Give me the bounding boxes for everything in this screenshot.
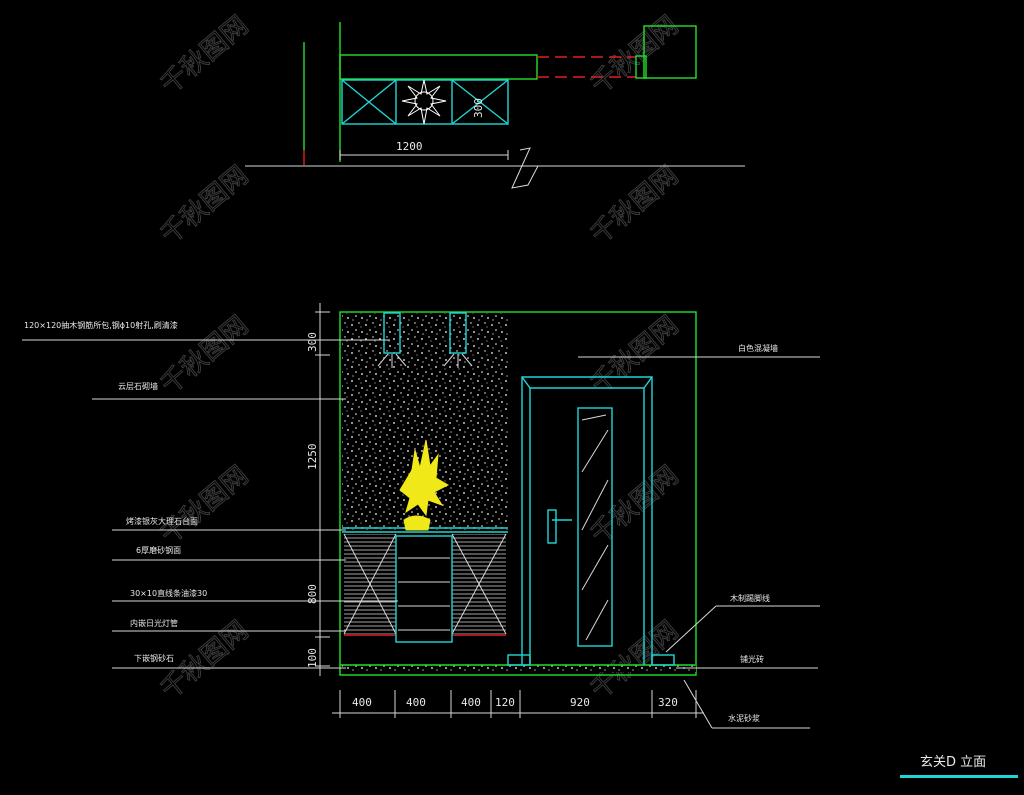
vdim-1250: 1250 (306, 444, 319, 471)
watermark-text: 千秋图网 (585, 11, 684, 101)
door-handle-icon (547, 509, 572, 544)
watermark-text: 千秋图网 (585, 311, 684, 401)
left-annotations: 120×120抽木钢筋所包,钢ϕ10射孔,刷清漆 云层石砌墙 烤漆银灰大理石台面… (22, 320, 398, 669)
watermark-text: 千秋图网 (155, 11, 254, 101)
watermark-text: 千秋图网 (155, 161, 254, 251)
plant-symbol-icon (401, 79, 447, 125)
vdim-100: 100 (306, 648, 319, 668)
right-annotations: 白色混凝墙 木制踢脚线 铺光砖 水泥砂浆 (578, 343, 820, 729)
watermark-text: 千秋图网 (585, 461, 684, 551)
label-skirting: 木制踢脚线 (730, 593, 770, 603)
label-white-wall: 白色混凝墙 (738, 343, 778, 353)
label-stone-wall: 云层石砌墙 (118, 381, 158, 391)
hdim-3: 400 (461, 696, 481, 709)
label-polished-tile: 铺光砖 (740, 654, 764, 664)
plan-dim-1200: 1200 (396, 140, 423, 153)
vertical-dimensions: 300 1250 800 100 (306, 303, 330, 676)
hdim-6: 320 (658, 696, 678, 709)
hdim-2: 400 (406, 696, 426, 709)
hdim-5: 920 (570, 696, 590, 709)
label-marble-top: 烤漆银灰大理石台面 (126, 516, 198, 526)
label-wood-beam: 120×120抽木钢筋所包,钢ϕ10射孔,刷清漆 (24, 320, 178, 330)
watermark-text: 千秋图网 (585, 616, 684, 706)
watermark-text: 千秋图网 (585, 161, 684, 251)
label-fluorescent: 内嵌日光灯管 (130, 618, 178, 628)
plan-dim-300: 300 (472, 98, 485, 118)
flower-vase-icon (399, 439, 450, 531)
hdim-4: 120 (495, 696, 515, 709)
label-cement-mortar: 水泥砂浆 (728, 713, 760, 723)
vdim-800: 800 (306, 584, 319, 604)
vdim-300: 300 (306, 332, 319, 352)
hdim-1: 400 (352, 696, 372, 709)
drawing-title: 玄关D 立面 (900, 755, 1018, 778)
label-straight-strip: 30×10直线条油漆30 (130, 588, 207, 598)
elevation-view (339, 311, 697, 676)
horizontal-dimensions: 400 400 400 120 920 320 (332, 690, 704, 718)
label-steel-sand: 下嵌钢砂石 (134, 653, 174, 663)
title-text: 玄关D 立面 (920, 755, 986, 770)
label-frosted-steel: 6厚磨砂钢面 (136, 545, 181, 555)
watermark-text: 千秋图网 (155, 461, 254, 551)
plan-view: 1200 300 (245, 22, 745, 189)
